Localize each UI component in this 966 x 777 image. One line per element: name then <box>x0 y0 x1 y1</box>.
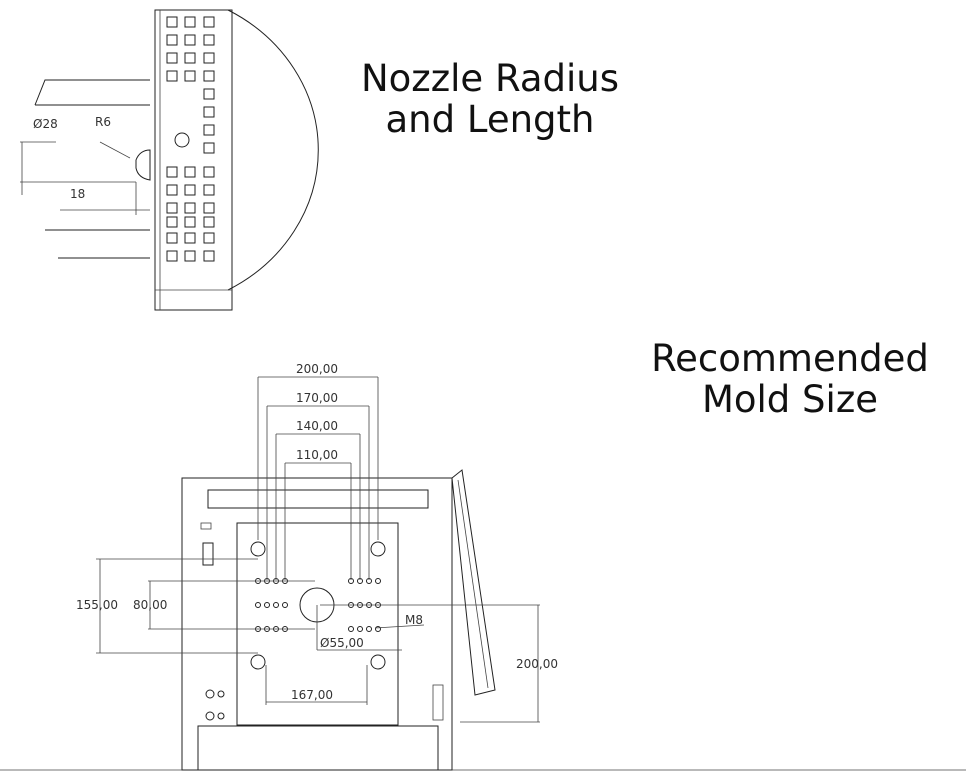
nozzle-drawing: Ø28 R6 18 <box>20 9 319 311</box>
plate-hole <box>203 166 215 178</box>
plate-hole <box>166 202 178 214</box>
nozzle-section-title: Nozzle Radius and Length <box>340 58 640 140</box>
plate-hole <box>184 16 196 28</box>
mounting-hole <box>264 602 270 608</box>
dim-155-height: 155,00 <box>76 598 118 612</box>
tie-bar-spacing-label: 167,00 <box>291 688 333 702</box>
plate-hole <box>166 52 178 64</box>
plate-hole <box>166 34 178 46</box>
plate-hole <box>184 232 196 244</box>
plate-hole <box>203 70 215 82</box>
plate-hole <box>203 250 215 262</box>
dim-170-width: 170,00 <box>296 391 338 405</box>
plate-hole <box>203 106 215 118</box>
plate-hole <box>203 202 215 214</box>
plate-hole <box>203 184 215 196</box>
plate-hole <box>166 70 178 82</box>
dim-80-height: 80,00 <box>133 598 167 612</box>
dim-140-width: 140,00 <box>296 419 338 433</box>
mounting-hole <box>366 626 372 632</box>
mounting-hole <box>255 602 261 608</box>
nozzle-title-line2: and Length <box>385 98 595 141</box>
plate-hole <box>203 34 215 46</box>
plate-hole <box>166 216 178 228</box>
plate-hole <box>184 34 196 46</box>
mounting-hole <box>282 602 288 608</box>
plate-hole <box>166 184 178 196</box>
mold-drawing: 200,00 170,00 140,00 110,00 155,00 80,00… <box>0 362 966 771</box>
mounting-hole <box>375 578 381 584</box>
mold-section-title: Recommended Mold Size <box>630 338 950 420</box>
plate-hole <box>203 124 215 136</box>
dim-110-width: 110,00 <box>296 448 338 462</box>
plate-hole <box>184 52 196 64</box>
plate-hole <box>184 216 196 228</box>
mounting-hole <box>348 626 354 632</box>
plate-hole <box>203 52 215 64</box>
mold-title-line1: Recommended <box>651 337 929 380</box>
plate-hole <box>184 166 196 178</box>
plate-hole <box>203 216 215 228</box>
plate-hole <box>184 202 196 214</box>
dim-200-height: 200,00 <box>516 657 558 671</box>
plate-hole <box>166 166 178 178</box>
nozzle-diameter-label: Ø28 <box>33 117 58 131</box>
mounting-hole <box>357 626 363 632</box>
plate-hole <box>184 184 196 196</box>
nozzle-title-line1: Nozzle Radius <box>360 57 620 100</box>
plate-hole <box>203 16 215 28</box>
plate-hole <box>166 232 178 244</box>
plate-hole <box>203 88 215 100</box>
mounting-hole <box>273 602 279 608</box>
plate-hole <box>166 16 178 28</box>
plate-hole <box>203 142 215 154</box>
nozzle-radius-label: R6 <box>95 115 111 129</box>
plate-hole <box>184 250 196 262</box>
thread-label: M8 <box>405 613 423 627</box>
nozzle-length-label: 18 <box>70 187 85 201</box>
bore-diameter-label: Ø55,00 <box>320 636 364 650</box>
mounting-hole <box>375 626 381 632</box>
dim-200-width: 200,00 <box>296 362 338 376</box>
mold-title-line2: Mold Size <box>701 378 879 421</box>
plate-hole <box>203 232 215 244</box>
plate-hole <box>166 250 178 262</box>
plate-hole <box>184 70 196 82</box>
